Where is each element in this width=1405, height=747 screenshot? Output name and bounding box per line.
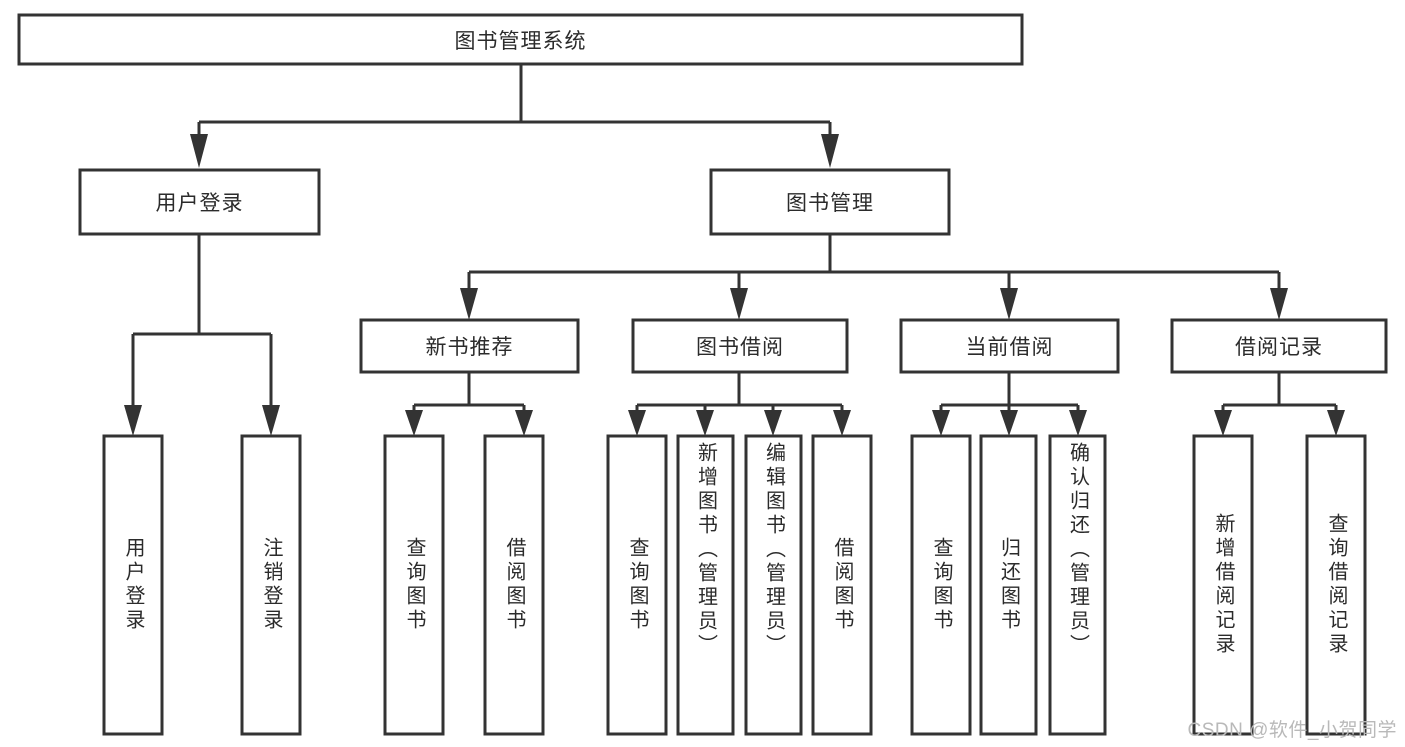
leaf-box-current-return[interactable] (979, 434, 1038, 736)
node-new-book-rec-box[interactable] (359, 318, 580, 374)
arrowhead-userlogin (190, 134, 208, 168)
arrowhead-currentborrow-leaf-1 (932, 410, 950, 436)
arrowhead-bookborrow-leaf-1 (628, 410, 646, 436)
node-user-login-box[interactable] (78, 168, 321, 236)
arrowhead-borrow-record (1270, 288, 1288, 320)
leaf-box-record-add[interactable] (1192, 434, 1254, 736)
leaf-box-borrow-add[interactable] (676, 434, 735, 736)
leaf-box-newbook-query[interactable] (383, 434, 445, 736)
node-book-borrow-box[interactable] (631, 318, 849, 374)
node-borrow-record-box[interactable] (1170, 318, 1388, 374)
arrowhead-bookborrow-leaf-3 (764, 410, 782, 436)
arrowhead-borrowrecord-leaf-1 (1214, 410, 1232, 436)
leaf-box-borrow-lend[interactable] (811, 434, 873, 736)
arrowhead-new-book-rec (460, 288, 478, 320)
leaf-box-record-query[interactable] (1305, 434, 1367, 736)
arrowhead-newbook-leaf-1 (405, 410, 423, 436)
leaf-box-current-query[interactable] (910, 434, 972, 736)
csdn-watermark: CSDN @软件_小贺同学 (1187, 720, 1397, 741)
leaf-box-user-login[interactable] (102, 434, 164, 736)
arrowhead-leaf-logout (262, 405, 280, 436)
node-current-borrow-box[interactable] (899, 318, 1120, 374)
node-book-manage-box[interactable] (709, 168, 951, 236)
arrowhead-current-borrow (1000, 288, 1018, 320)
arrowhead-newbook-leaf-2 (515, 410, 533, 436)
leaf-box-borrow-edit[interactable] (744, 434, 803, 736)
arrowhead-bookborrow-leaf-2 (696, 410, 714, 436)
leaf-box-newbook-borrow[interactable] (483, 434, 545, 736)
leaf-box-current-confirm[interactable] (1048, 434, 1107, 736)
arrowhead-bookborrow-leaf-4 (833, 410, 851, 436)
arrowhead-currentborrow-leaf-2 (1000, 410, 1018, 436)
arrowhead-book-borrow (730, 288, 748, 320)
arrowhead-leaf-user-login (124, 405, 142, 436)
leaf-box-logout[interactable] (240, 434, 302, 736)
arrowhead-currentborrow-leaf-3 (1069, 410, 1087, 436)
arrowhead-bookmanage (821, 134, 839, 168)
node-root-box[interactable] (17, 13, 1024, 66)
arrowhead-borrowrecord-leaf-2 (1327, 410, 1345, 436)
leaf-box-borrow-query[interactable] (606, 434, 668, 736)
